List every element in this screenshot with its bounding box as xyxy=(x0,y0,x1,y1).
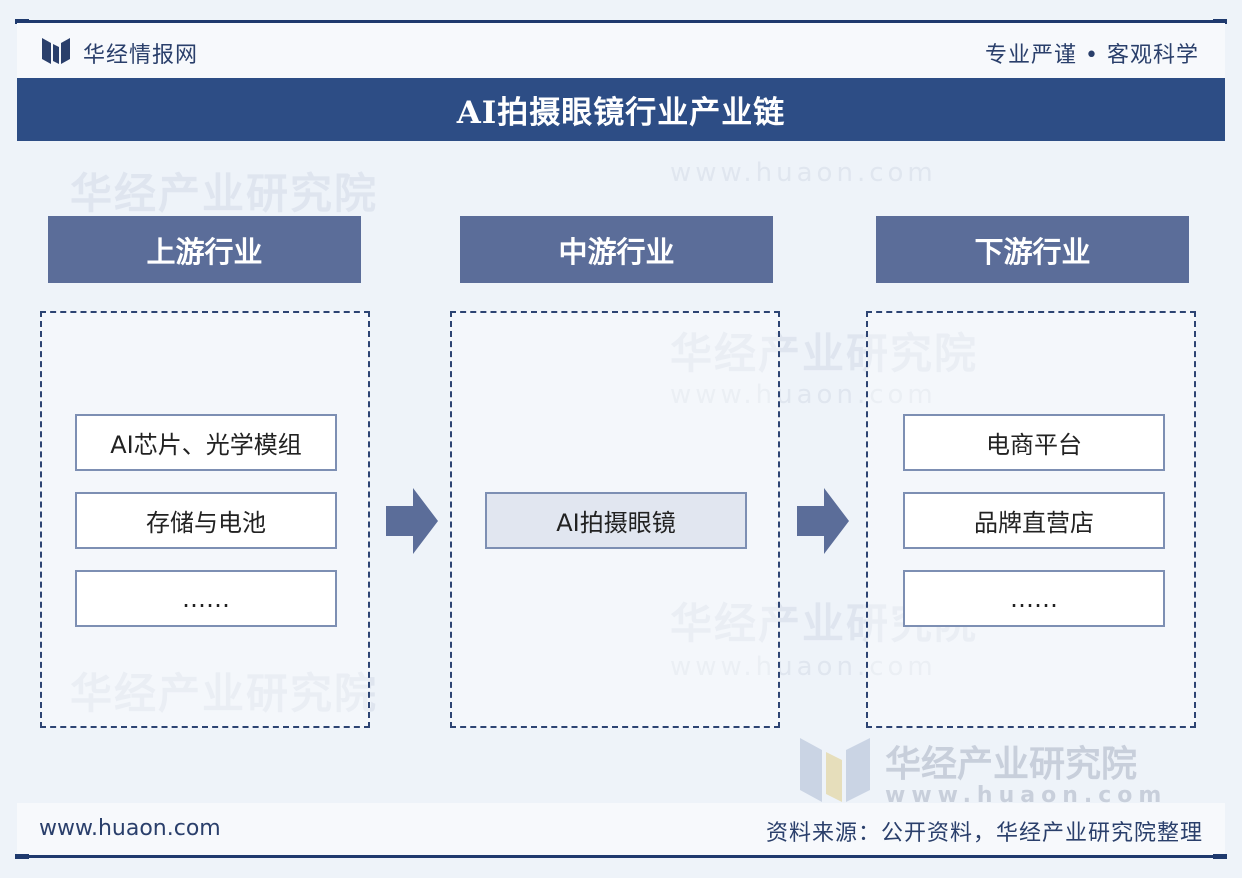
column-header-label: 中游行业 xyxy=(558,234,675,269)
bottom-rule xyxy=(15,854,1227,859)
footer-source: 资料来源：公开资料，华经产业研究院整理 xyxy=(765,821,1203,846)
column-box-midstream: AI拍摄眼镜 xyxy=(450,311,780,728)
slogan: 专业严谨 • 客观科学 xyxy=(985,43,1199,68)
footer-bar: www.huaon.com 资料来源：公开资料，华经产业研究院整理 xyxy=(17,803,1225,855)
header-bar: 华经情报网 专业严谨 • 客观科学 xyxy=(17,23,1225,78)
huajing-logo-icon xyxy=(42,38,70,64)
watermark-url: www.huaon.com xyxy=(670,158,937,188)
list-item: AI拍摄眼镜 xyxy=(485,492,747,549)
page-title: AI拍摄眼镜行业产业链 xyxy=(456,95,786,131)
right-arrow-icon xyxy=(386,488,438,554)
list-item: …… xyxy=(75,570,337,627)
watermark-logo-text: 华经产业研究院 xyxy=(885,744,1138,785)
column-header-upstream: 上游行业 xyxy=(48,216,361,283)
watermark-logo-icon xyxy=(800,738,870,802)
title-bar: AI拍摄眼镜行业产业链 xyxy=(17,78,1225,141)
column-header-label: 上游行业 xyxy=(146,234,263,269)
column-header-label: 下游行业 xyxy=(974,234,1091,269)
column-header-downstream: 下游行业 xyxy=(876,216,1189,283)
list-item: AI芯片、光学模组 xyxy=(75,414,337,471)
list-item: …… xyxy=(903,570,1165,627)
list-item: 存储与电池 xyxy=(75,492,337,549)
list-item: 品牌直营店 xyxy=(903,492,1165,549)
list-item: 电商平台 xyxy=(903,414,1165,471)
top-rule xyxy=(15,19,1227,24)
column-header-midstream: 中游行业 xyxy=(460,216,773,283)
footer-url: www.huaon.com xyxy=(39,816,221,841)
brand-name: 华经情报网 xyxy=(83,43,199,68)
watermark-text: 华经产业研究院 xyxy=(70,169,379,218)
column-box-downstream: 电商平台 品牌直营店 …… xyxy=(866,311,1196,728)
column-box-upstream: AI芯片、光学模组 存储与电池 …… xyxy=(40,311,370,728)
right-arrow-icon xyxy=(797,488,849,554)
